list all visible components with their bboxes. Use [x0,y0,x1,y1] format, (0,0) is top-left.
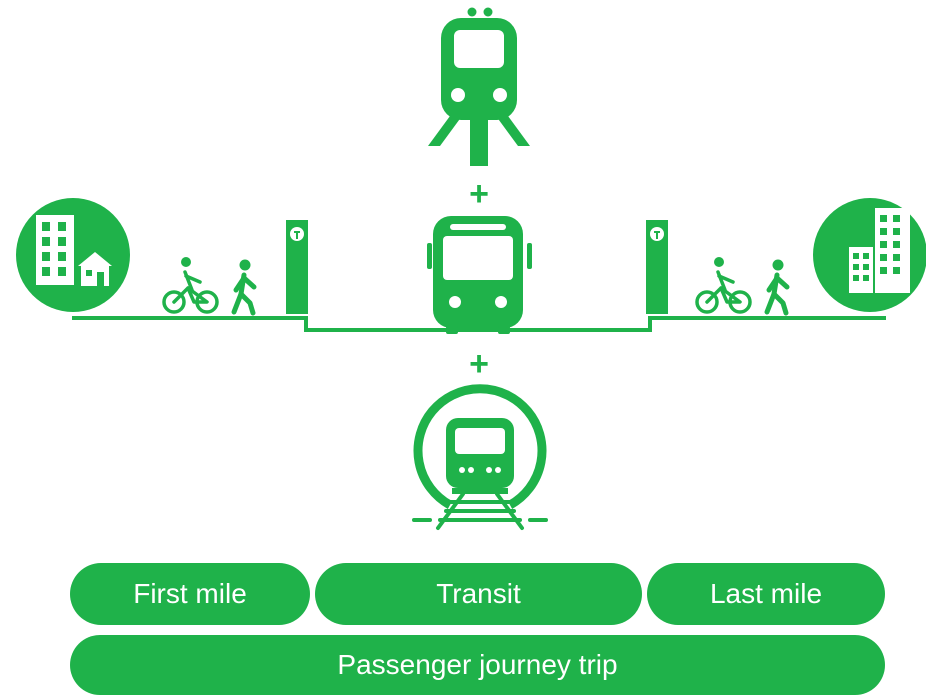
journey-text: Passenger journey trip [337,649,618,680]
transit-label: Transit [315,563,642,625]
metro-tunnel-icon [412,384,548,530]
plus-sign-bottom: + [469,345,489,383]
last-mile-text: Last mile [709,578,823,609]
transit-stop-sign-icon [646,220,668,314]
journey-diagram: + [16,7,926,530]
bicycle-icon [162,257,219,314]
train-icon [428,7,530,166]
office-building-icon [813,198,926,312]
first-mile-label: First mile [70,563,310,625]
transit-text: Transit [436,578,521,609]
pedestrian-icon [231,259,257,316]
first-mile-text: First mile [133,578,247,609]
plus-sign-top: + [469,175,489,213]
pedestrian-icon [764,259,790,316]
bicycle-icon [695,257,752,314]
transit-stop-sign-icon [286,220,308,314]
journey-label: Passenger journey trip [70,635,885,695]
last-mile-label: Last mile [647,563,885,625]
journey-route-line [72,316,886,332]
bus-icon [427,216,532,334]
home-apartment-icon [16,198,130,312]
